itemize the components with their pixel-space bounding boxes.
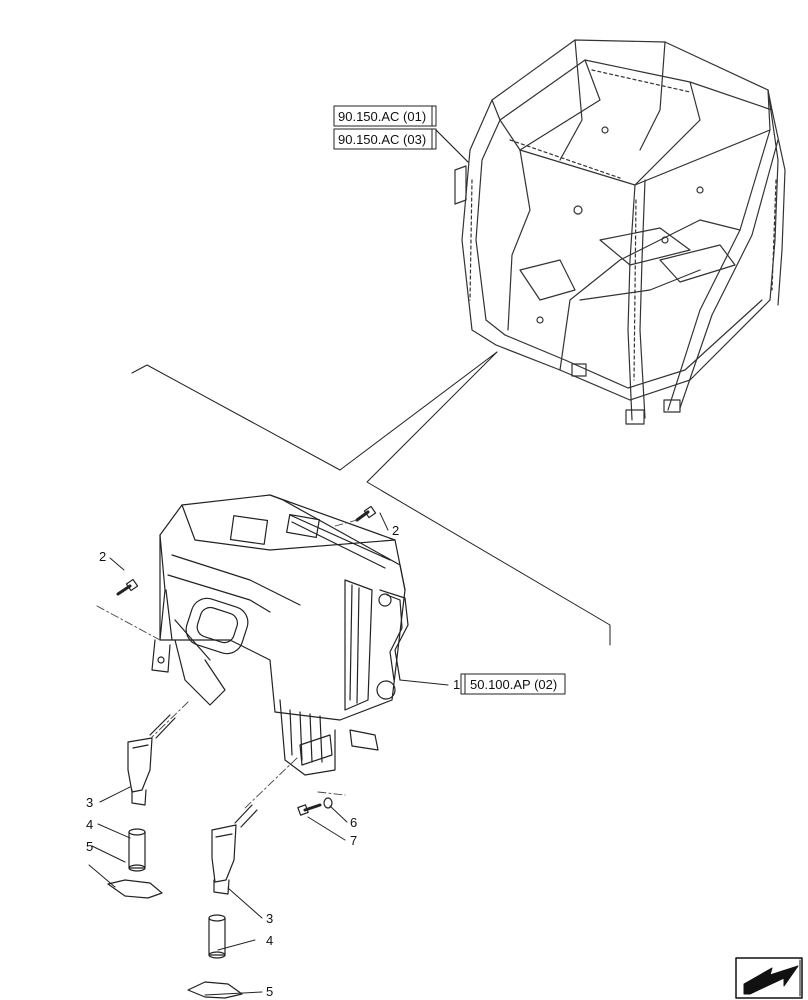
alignment-lines	[96, 519, 358, 809]
callout-3-bottom: 3	[266, 911, 273, 926]
callout-2-top: 2	[392, 523, 399, 538]
callout-6: 6	[350, 815, 357, 830]
callout-3-left: 3	[86, 795, 93, 810]
callout-leaders	[88, 512, 449, 996]
hvac-ref-label: 50.100.AP (02)	[470, 677, 557, 692]
cab-ref-2-label: 90.150.AC (03)	[338, 132, 426, 147]
callout-1: 1	[453, 677, 460, 692]
callout-4-bottom: 4	[266, 933, 273, 948]
cab-ref-leader	[435, 129, 469, 163]
cab-ref-box-1[interactable]	[333, 105, 433, 127]
screw-and-washer	[297, 797, 333, 816]
callout-7: 7	[350, 833, 357, 848]
hvac-reference-group[interactable]: 50.100.AP (02)	[460, 673, 566, 695]
callout-5-left: 5	[86, 839, 93, 854]
callouts: 1 2 2 3 4 5 3 4 5 6 7	[86, 523, 460, 999]
cab-frame-drawing	[454, 39, 786, 425]
callout-5-bottom: 5	[266, 984, 273, 999]
hvac-ref-box[interactable]	[464, 673, 566, 695]
drain-hose-left	[107, 714, 176, 899]
drain-hose-bottom	[187, 804, 258, 999]
cab-ref-1-label: 90.150.AC (01)	[338, 109, 426, 124]
arrow-left-down-icon[interactable]	[735, 957, 803, 999]
assembly-location-lines	[131, 351, 611, 646]
hvac-unit-drawing	[151, 494, 409, 776]
bolt-top	[355, 505, 377, 522]
bolt-left	[116, 578, 139, 596]
cab-ref-box-2[interactable]	[333, 128, 433, 150]
cab-reference-group[interactable]: 90.150.AC (01) 90.150.AC (03)	[333, 105, 437, 150]
callout-4-left: 4	[86, 817, 93, 832]
callout-2-left: 2	[99, 549, 106, 564]
